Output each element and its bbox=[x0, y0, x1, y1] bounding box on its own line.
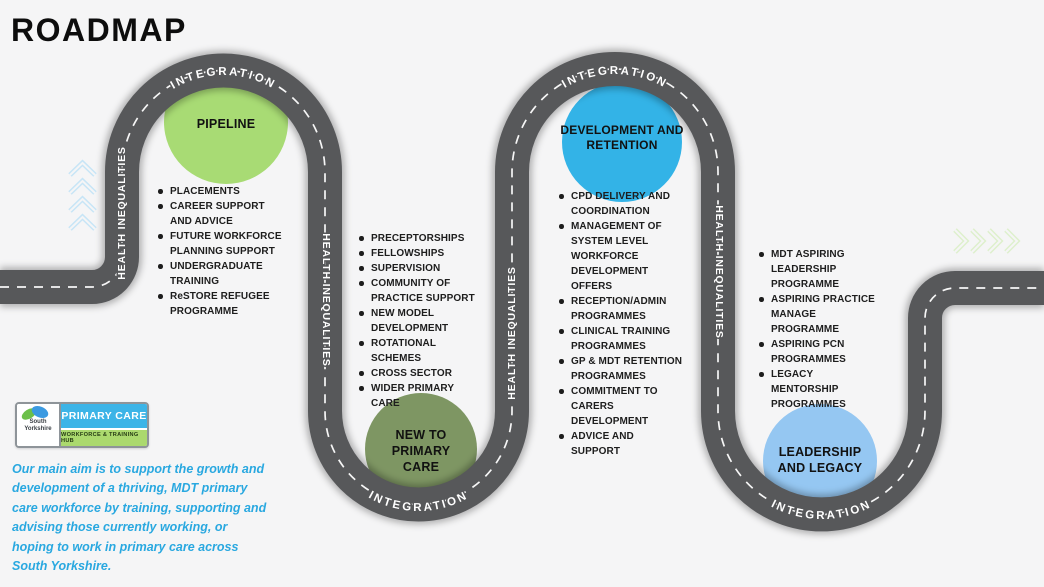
right-chevrons-icon bbox=[953, 228, 1021, 254]
list-item: COMMUNITY OF PRACTICE SUPPORT bbox=[357, 276, 485, 306]
station-circle-development-and-retention bbox=[562, 82, 682, 202]
list-item: FELLOWSHIPS bbox=[357, 246, 485, 261]
list-item: PRECEPTORSHIPS bbox=[357, 231, 485, 246]
mission-statement: Our main aim is to support the growth an… bbox=[12, 462, 267, 573]
station-label-development-and-retention: DEVELOPMENT AND RETENTION bbox=[560, 122, 684, 152]
station-label-leadership-and-legacy: LEADERSHIP AND LEGACY bbox=[777, 445, 863, 475]
page-title: ROADMAP bbox=[11, 12, 187, 48]
development-and-retention-items-list: CPD DELIVERY AND COORDINATION MANAGEMENT… bbox=[557, 189, 683, 459]
pipeline-items-list: PLACEMENTS CAREER SUPPORT AND ADVICE FUT… bbox=[156, 184, 282, 319]
list-item: CPD DELIVERY AND COORDINATION bbox=[557, 189, 683, 219]
list-item: CLINICAL TRAINING PROGRAMMES bbox=[557, 324, 683, 354]
list-item: ReSTORE REFUGEE PROGRAMME bbox=[156, 289, 282, 319]
list-item: NEW MODEL DEVELOPMENT bbox=[357, 306, 485, 336]
up-chevrons-icon bbox=[68, 159, 97, 231]
list-item: MDT ASPIRING LEADERSHIP PROGRAMME bbox=[757, 247, 879, 292]
logo-region-name-line2: Yorkshire bbox=[24, 426, 52, 432]
list-item: CROSS SECTOR bbox=[357, 366, 485, 381]
station-circle-new-to-primary-care bbox=[365, 393, 477, 505]
road-label-health-inequalities-3: HEALTH INEQUALITIES bbox=[506, 266, 518, 399]
list-item: PLACEMENTS bbox=[156, 184, 282, 199]
list-item: ROTATIONAL SCHEMES bbox=[357, 336, 485, 366]
new-to-primary-care-items-list: PRECEPTORSHIPS FELLOWSHIPS SUPERVISION C… bbox=[357, 231, 485, 411]
list-item: FUTURE WORKFORCE PLANNING SUPPORT bbox=[156, 229, 282, 259]
list-item: MANAGEMENT OF SYSTEM LEVEL WORKFORCE DEV… bbox=[557, 219, 683, 294]
road-label-health-inequalities-2: HEALTH INEQUALITIES bbox=[320, 233, 332, 366]
logo-region-cell: South Yorkshire bbox=[17, 404, 59, 446]
list-item: GP & MDT RETENTION PROGRAMMES bbox=[557, 354, 683, 384]
road-label-health-inequalities-1: HEALTH INEQUALITIES bbox=[116, 146, 128, 279]
road-label-health-inequalities-4: HEALTH INEQUALITIES bbox=[713, 205, 725, 338]
primary-care-hub-logo: South Yorkshire PRIMARY CARE WORKFORCE &… bbox=[15, 402, 149, 448]
list-item: RECEPTION/ADMIN PROGRAMMES bbox=[557, 294, 683, 324]
leaf-logo-icon bbox=[21, 406, 49, 420]
list-item: UNDERGRADUATE TRAINING bbox=[156, 259, 282, 289]
station-label-pipeline: PIPELINE bbox=[196, 117, 256, 131]
list-item: WIDER PRIMARY CARE bbox=[357, 381, 485, 411]
list-item: ADVICE AND SUPPORT bbox=[557, 429, 683, 459]
list-item: LEGACY MENTORSHIP PROGRAMMES bbox=[757, 367, 879, 412]
list-item: ASPIRING PCN PROGRAMMES bbox=[757, 337, 879, 367]
logo-text-cell: PRIMARY CARE WORKFORCE & TRAINING HUB bbox=[59, 404, 147, 446]
logo-region-name-line1: South bbox=[29, 418, 47, 425]
logo-primary-care-bar: PRIMARY CARE bbox=[61, 404, 147, 430]
list-item: ASPIRING PRACTICE MANAGE PROGRAMME bbox=[757, 292, 879, 337]
logo-workforce-hub-bar: WORKFORCE & TRAINING HUB bbox=[61, 430, 147, 446]
leadership-and-legacy-items-list: MDT ASPIRING LEADERSHIP PROGRAMME ASPIRI… bbox=[757, 247, 879, 412]
list-item: COMMITMENT TO CARERS DEVELOPMENT bbox=[557, 384, 683, 429]
station-label-new-to-primary-care: NEW TO PRIMARY CARE bbox=[391, 428, 451, 474]
list-item: SUPERVISION bbox=[357, 261, 485, 276]
list-item: CAREER SUPPORT AND ADVICE bbox=[156, 199, 282, 229]
